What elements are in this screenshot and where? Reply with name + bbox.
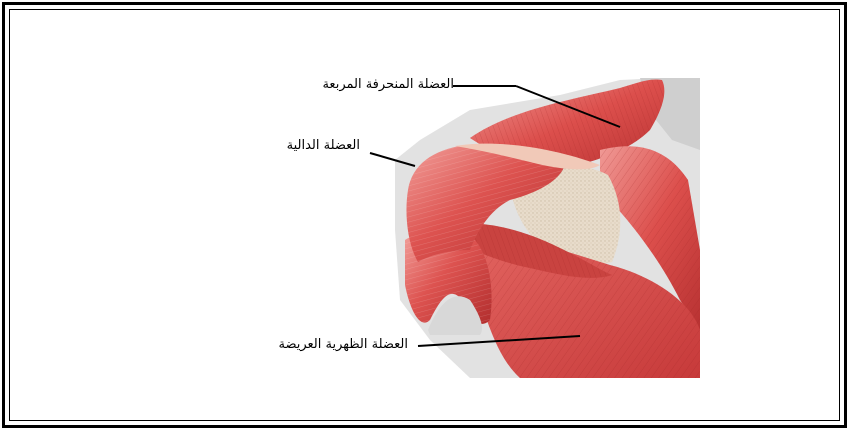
trapezius-label: العضلة المنحرفة المربعة bbox=[214, 77, 454, 93]
latissimus-label: العضلة الظهرية العريضة bbox=[150, 337, 408, 353]
deltoid-label: العضلة الدالية bbox=[200, 138, 360, 154]
